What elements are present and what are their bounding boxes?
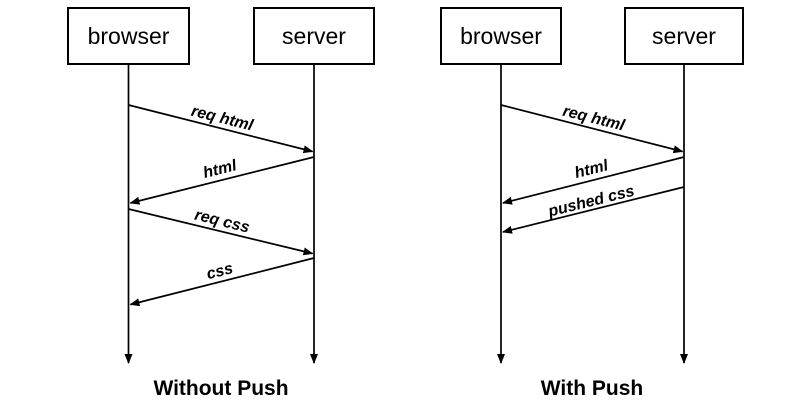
actor-label-browser-right: browser xyxy=(460,22,542,49)
actor-label-server-left: server xyxy=(282,22,346,49)
caption-without-push: Without Push xyxy=(153,377,289,400)
actor-box-browser-left: browser xyxy=(67,7,190,65)
message-arrow-html-right xyxy=(502,156,685,205)
message-label-req-html-right: req html xyxy=(561,103,627,135)
actor-box-browser-right: browser xyxy=(440,7,562,65)
message-arrow-html-left xyxy=(129,156,315,205)
message-label-html-left: html xyxy=(201,157,238,182)
message-label-css-left: css xyxy=(205,260,235,283)
caption-with-push: With Push xyxy=(540,377,644,400)
actor-label-server-right: server xyxy=(652,22,716,49)
actor-box-server-right: server xyxy=(624,7,744,65)
message-label-req-html-left: req html xyxy=(189,103,255,135)
message-label-html-right: html xyxy=(573,157,610,182)
message-arrow-req-html-left xyxy=(128,104,314,154)
message-arrow-req-css-left xyxy=(128,208,314,256)
actor-label-browser-left: browser xyxy=(87,22,170,49)
actor-box-server-left: server xyxy=(253,7,375,65)
message-arrow-req-html-right xyxy=(500,104,684,154)
message-arrow-css-left xyxy=(129,257,315,307)
message-arrow-pushed-css-right xyxy=(502,186,685,234)
